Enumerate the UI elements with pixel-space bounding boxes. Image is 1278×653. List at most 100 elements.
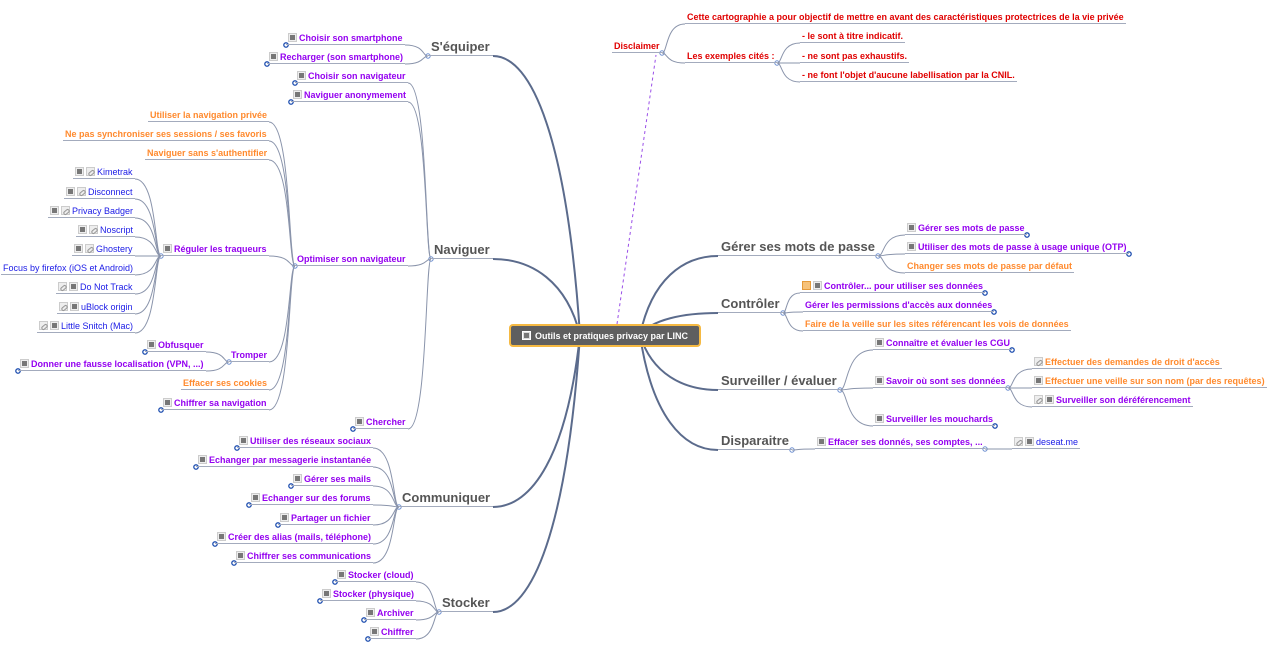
node-deseat-me[interactable]: deseat.me: [1012, 435, 1081, 449]
node-controler-pour-utiliser-ses-donnees[interactable]: Contrôler... pour utiliser ses données: [800, 279, 986, 293]
node-gerer-les-permissions-d-acces-aux-donnee[interactable]: Gérer les permissions d'accès aux donnée…: [803, 298, 995, 312]
node-privacy-badger[interactable]: Privacy Badger: [48, 204, 136, 218]
node-ne-sont-pas-exhaustifs[interactable]: - ne sont pas exhaustifs.: [800, 49, 910, 63]
connector-line: [134, 236, 162, 257]
node-effectuer-des-demandes-de-droit-d-acces[interactable]: Effectuer des demandes de droit d'accès: [1032, 355, 1222, 369]
node-connaitre-et-evaluer-les-cgu[interactable]: Connaître et évaluer les CGU: [873, 336, 1013, 350]
node-donner-une-fausse-localisation-vpn[interactable]: Donner une fausse localisation (VPN, ...…: [18, 357, 206, 371]
node-disconnect[interactable]: Disconnect: [64, 185, 135, 199]
collapsed-marker[interactable]: [246, 502, 252, 508]
node-chiffrer-sa-navigation[interactable]: Chiffrer sa navigation: [161, 396, 269, 410]
collapsed-marker[interactable]: [350, 426, 356, 432]
collapsed-marker[interactable]: [982, 290, 988, 296]
node-focus-by-firefox-ios-et-android[interactable]: Focus by firefox (iOS et Android): [1, 261, 136, 275]
connector-line: [268, 265, 296, 391]
node-choisir-son-smartphone[interactable]: Choisir son smartphone: [286, 31, 405, 45]
link-icon: [85, 244, 94, 253]
node-effacer-ses-cookies[interactable]: Effacer ses cookies: [181, 376, 270, 390]
node-label: Surveiller les mouchards: [886, 413, 994, 424]
collapsed-marker[interactable]: [1024, 232, 1030, 238]
collapsed-marker[interactable]: [292, 80, 298, 86]
node-gerer-ses-mots-de-passe[interactable]: Gérer ses mots de passe: [905, 221, 1027, 235]
node-faire-de-la-veille-sur-les-sites-referen[interactable]: Faire de la veille sur les sites référen…: [803, 317, 1071, 331]
node-kimetrak[interactable]: Kimetrak: [73, 165, 135, 179]
node-archiver[interactable]: Archiver: [364, 606, 416, 620]
note-icon: [269, 52, 278, 61]
collapsed-marker[interactable]: [1009, 347, 1015, 353]
collapsed-marker[interactable]: [992, 423, 998, 429]
collapsed-marker[interactable]: [991, 309, 997, 315]
collapsed-marker[interactable]: [365, 636, 371, 642]
branch-disparaitre[interactable]: Disparaitre: [718, 432, 792, 450]
node-choisir-son-navigateur[interactable]: Choisir son navigateur: [295, 69, 408, 83]
node-reguler-les-traqueurs[interactable]: Réguler les traqueurs: [161, 242, 269, 256]
note-icon: [1025, 437, 1034, 446]
node-gerer-ses-mails[interactable]: Gérer ses mails: [291, 472, 374, 486]
node-partager-un-fichier[interactable]: Partager un fichier: [278, 511, 373, 525]
node-chiffrer-ses-communications[interactable]: Chiffrer ses communications: [234, 549, 374, 563]
node-creer-des-alias-mails-telephone[interactable]: Créer des alias (mails, téléphone): [215, 530, 374, 544]
node-chiffrer[interactable]: Chiffrer: [368, 625, 416, 639]
branch-gerer-ses-mots-de-passe[interactable]: Gérer ses mots de passe: [718, 238, 878, 256]
collapsed-marker[interactable]: [288, 483, 294, 489]
branch-stocker[interactable]: Stocker: [439, 594, 493, 612]
collapsed-marker[interactable]: [15, 368, 21, 374]
collapsed-marker[interactable]: [231, 560, 237, 566]
node-recharger-son-smartphone[interactable]: Recharger (son smartphone): [267, 50, 406, 64]
node-label: S'équiper: [431, 39, 490, 54]
branch-s-equiper[interactable]: S'équiper: [428, 38, 493, 56]
collapsed-marker[interactable]: [212, 541, 218, 547]
node-changer-ses-mots-de-passe-par-defaut[interactable]: Changer ses mots de passe par défaut: [905, 259, 1075, 273]
node-label: Optimiser son navigateur: [297, 253, 406, 264]
node-surveiller-les-mouchards[interactable]: Surveiller les mouchards: [873, 412, 996, 426]
node-naviguer-sans-s-authentifier[interactable]: Naviguer sans s'authentifier: [145, 146, 270, 160]
node-echanger-sur-des-forums[interactable]: Echanger sur des forums: [249, 491, 373, 505]
collapsed-marker[interactable]: [332, 579, 338, 585]
collapsed-marker[interactable]: [317, 598, 323, 604]
collapsed-marker[interactable]: [142, 349, 148, 355]
node-tromper[interactable]: Tromper: [229, 348, 270, 362]
node-obfusquer[interactable]: Obfusquer: [145, 338, 206, 352]
node-label: Effacer ses donnés, ses comptes, ...: [828, 436, 983, 447]
collapsed-marker[interactable]: [275, 522, 281, 528]
connector-line: [372, 506, 400, 545]
node-les-exemples-cites[interactable]: Les exemples cités :: [685, 49, 777, 63]
node-effacer-ses-donnes-ses-comptes[interactable]: Effacer ses donnés, ses comptes, ...: [815, 435, 985, 449]
node-utiliser-des-reseaux-sociaux[interactable]: Utiliser des réseaux sociaux: [237, 434, 374, 448]
connector-line: [492, 334, 581, 508]
node-ne-font-l-objet-d-aucune-labellisation-p[interactable]: - ne font l'objet d'aucune labellisation…: [800, 68, 1017, 82]
branch-controler[interactable]: Contrôler: [718, 295, 783, 313]
collapsed-marker[interactable]: [283, 42, 289, 48]
central-topic[interactable]: Outils et pratiques privacy par LINC: [509, 324, 701, 347]
node-ublock-origin[interactable]: uBlock origin: [57, 300, 135, 314]
branch-naviguer[interactable]: Naviguer: [431, 241, 493, 259]
node-effectuer-une-veille-sur-son-nom-par-des[interactable]: Effectuer une veille sur son nom (par de…: [1032, 374, 1267, 388]
node-cette-cartographie-a-pour-objectif-de-me[interactable]: Cette cartographie a pour objectif de me…: [685, 10, 1126, 24]
node-chercher[interactable]: Chercher: [353, 415, 408, 429]
node-stocker-physique[interactable]: Stocker (physique): [320, 587, 417, 601]
node-stocker-cloud[interactable]: Stocker (cloud): [335, 568, 416, 582]
collapsed-marker[interactable]: [1126, 251, 1132, 257]
collapsed-marker[interactable]: [158, 407, 164, 413]
node-savoir-ou-sont-ses-donnees[interactable]: Savoir où sont ses données: [873, 374, 1008, 388]
collapsed-marker[interactable]: [361, 617, 367, 623]
node-optimiser-son-navigateur[interactable]: Optimiser son navigateur: [295, 252, 408, 266]
node-do-not-track[interactable]: Do Not Track: [56, 280, 135, 294]
branch-surveiller-evaluer[interactable]: Surveiller / évaluer: [718, 372, 840, 390]
node-utiliser-la-navigation-privee[interactable]: Utiliser la navigation privée: [148, 108, 270, 122]
collapsed-marker[interactable]: [234, 445, 240, 451]
node-disclaimer[interactable]: Disclaimer: [612, 39, 662, 53]
node-le-sont-a-titre-indicatif[interactable]: - le sont à titre indicatif.: [800, 29, 906, 43]
collapsed-marker[interactable]: [288, 99, 294, 105]
collapsed-marker[interactable]: [193, 464, 199, 470]
node-naviguer-anonymement[interactable]: Naviguer anonymement: [291, 88, 409, 102]
collapsed-marker[interactable]: [264, 61, 270, 67]
node-echanger-par-messagerie-instantanee[interactable]: Echanger par messagerie instantanée: [196, 453, 374, 467]
node-surveiller-son-dereferencement[interactable]: Surveiller son déréférencement: [1032, 393, 1193, 407]
branch-communiquer[interactable]: Communiquer: [399, 489, 494, 507]
node-ne-pas-synchroniser-ses-sessions-ses-fav[interactable]: Ne pas synchroniser ses sessions / ses f…: [63, 127, 269, 141]
node-ghostery[interactable]: Ghostery: [72, 242, 135, 256]
node-noscript[interactable]: Noscript: [76, 223, 136, 237]
node-utiliser-des-mots-de-passe-a-usage-uniqu[interactable]: Utiliser des mots de passe à usage uniqu…: [905, 240, 1129, 254]
node-little-snitch-mac[interactable]: Little Snitch (Mac): [37, 319, 136, 333]
